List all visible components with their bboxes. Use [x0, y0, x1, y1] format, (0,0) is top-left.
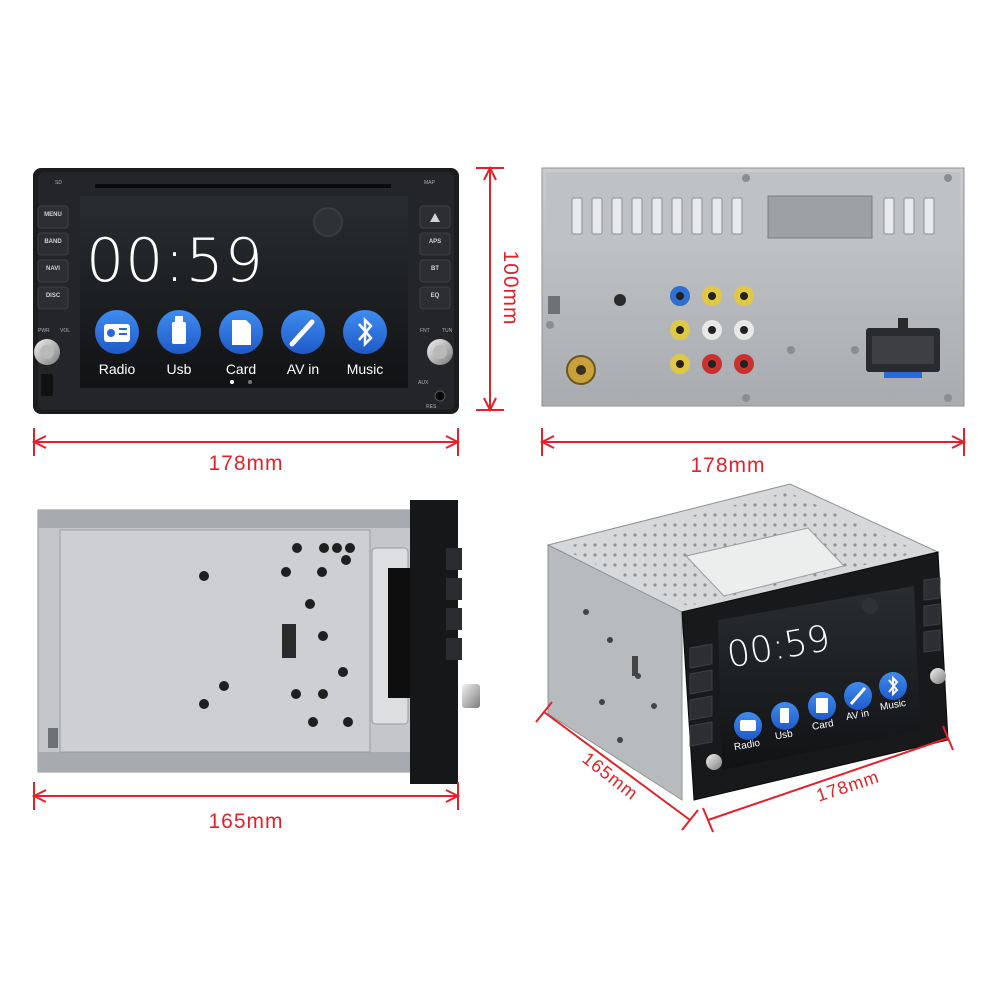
clock-display: 00:59	[86, 226, 264, 296]
wiring-connector	[866, 318, 940, 378]
app-label-music[interactable]: Music	[346, 361, 384, 377]
sd-slot	[41, 374, 53, 396]
left-side-panel	[547, 544, 683, 801]
app-label-card[interactable]: Card	[225, 361, 257, 377]
disc-slot	[95, 184, 391, 188]
side-view	[37, 500, 480, 784]
heatsink-block	[767, 195, 873, 239]
label-sticker	[685, 527, 845, 597]
front-width-label: 178mm	[208, 452, 284, 475]
eq-button-label[interactable]: EQ	[430, 293, 440, 299]
persp-app-icons	[734, 672, 907, 740]
ground-lug	[548, 296, 560, 314]
app-label-radio[interactable]: Radio	[98, 361, 136, 377]
app-label-usb[interactable]: Usb	[166, 361, 192, 377]
aux-jack	[434, 390, 446, 402]
aux-label: AUX	[418, 380, 429, 386]
usb-icon	[172, 322, 186, 344]
mounting-hole	[614, 294, 626, 306]
persp-buttons	[689, 577, 941, 747]
band-button-label[interactable]: BAND	[44, 239, 62, 245]
camera-icon	[313, 207, 343, 237]
rear-screws	[546, 174, 952, 402]
dimension-lines	[31, 165, 967, 833]
rear-vent-slots	[571, 197, 935, 235]
bt-button-label[interactable]: BT	[431, 266, 439, 272]
disc-button-label[interactable]: DISC	[45, 293, 61, 299]
tun-label: TUN	[442, 328, 453, 334]
menu-button-label[interactable]: MENU	[44, 212, 62, 218]
app-icon-row	[95, 310, 387, 354]
fnt-label: FNT	[420, 328, 430, 334]
eject-icon	[430, 213, 440, 222]
persp-screen	[718, 586, 920, 770]
sd-label: SD	[55, 180, 62, 186]
back-width-label: 178mm	[690, 454, 766, 477]
perspective-view	[546, 483, 949, 801]
app-label-av-in[interactable]: AV in	[286, 361, 320, 377]
persp-side-holes	[583, 609, 657, 743]
slot-hole	[282, 624, 296, 658]
side-depth-label: 165mm	[208, 810, 284, 833]
right-button-column	[419, 205, 451, 310]
front-height-label: 100mm	[499, 250, 522, 326]
left-button-column	[37, 205, 69, 310]
av-jack-icon	[289, 319, 315, 347]
back-view	[541, 167, 965, 407]
sd-card-icon	[232, 320, 251, 345]
persp-width-line	[707, 737, 949, 821]
bluetooth-icon	[358, 316, 373, 348]
side-holes	[199, 543, 355, 727]
screen	[80, 196, 408, 388]
front-view	[33, 168, 459, 414]
page-dot	[248, 380, 252, 384]
vol-label: VOL	[60, 328, 71, 334]
page-dot-active	[230, 380, 234, 384]
map-label: MAP	[424, 180, 435, 186]
aps-button-label[interactable]: APS	[428, 239, 442, 245]
side-knob	[462, 684, 480, 708]
res-label: RES	[426, 404, 437, 410]
persp-depth-line	[543, 711, 691, 821]
navi-button-label[interactable]: NAVI	[46, 266, 60, 272]
rca-jacks	[670, 286, 754, 374]
pwr-label: PWR	[38, 328, 50, 334]
